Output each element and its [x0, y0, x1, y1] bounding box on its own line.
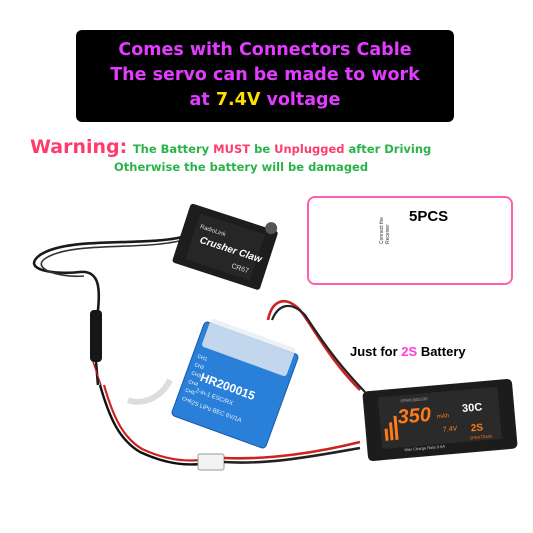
warning-part-2: MUST	[213, 142, 251, 156]
esc-channel-label: CH6	[181, 396, 193, 405]
battery-lead-black	[223, 446, 361, 464]
servo-wire-black	[32, 233, 191, 351]
esc-channel-label: CH1	[196, 354, 208, 363]
battery-bars-icon	[384, 415, 399, 441]
esc-channel-label: CH5	[184, 387, 196, 396]
quantity-label: 5PCS	[409, 208, 449, 225]
battery-note-highlight: 2S	[401, 344, 418, 359]
esc-motor-lead-black	[270, 304, 366, 393]
battery-code-text: SPMX3502S30	[400, 396, 428, 403]
battery-capacity-text: 350	[397, 404, 432, 429]
battery-note-prefix: Just for	[350, 344, 402, 359]
servo-tag-label: Connect the SERVO	[462, 252, 489, 264]
voltage-highlight: 7.4V	[215, 90, 261, 110]
esc-lead-red	[102, 384, 201, 462]
battery-voltage-text: 7.4V	[443, 426, 458, 434]
warning-part-4: Unplugged	[274, 142, 345, 156]
warning-part-5: after Driving	[344, 142, 432, 156]
banner-line-1: Comes with Connectors Cable	[118, 40, 412, 60]
battery-brand-text: SPEKTRUM	[469, 434, 492, 441]
banner-line-2: The servo can be made to work	[110, 65, 420, 85]
battery-rating-text: 30C	[462, 401, 483, 415]
esc-channel-label: CH2	[193, 362, 205, 371]
esc-channel-label: CH3	[190, 371, 202, 380]
warning-part-3: be	[250, 142, 275, 156]
servo-cable-sleeve	[90, 310, 102, 362]
servo: RadioLink Crusher Claw CR67	[172, 203, 278, 290]
receiver-tag-label: Connect the Receiver	[379, 217, 391, 244]
servo-spline	[265, 222, 278, 235]
esc-white-lead	[126, 378, 173, 405]
esc-clear-cover	[202, 318, 296, 377]
banner-line-3: at 7.4V voltage	[76, 88, 454, 113]
battery-cells-text: 2S	[470, 422, 483, 434]
battery-connector-white	[197, 453, 225, 471]
battery-pack: 350 mAh 30C 7.4V 2S SPEKTRUM Max Charge …	[362, 379, 518, 461]
warning-part-1: The Battery	[132, 142, 214, 156]
warning-line-2: Otherwise the battery will be damaged	[114, 160, 369, 174]
esc-channel-label: CH4	[187, 379, 199, 388]
battery-compat-note: Just for 2S Battery	[350, 344, 466, 359]
battery-charge-text: Max Charge Rate 0.5A	[404, 444, 445, 453]
accessory-inset: 5PCS Connect the Receiver Connect the SE…	[307, 196, 513, 285]
battery-lead-red	[223, 440, 361, 460]
warning-line-1: The Battery MUST be Unplugged after Driv…	[133, 142, 431, 156]
esc-receiver: HR200015 2-in-1 ESC/RX 2S LiPo BEC 6V/1A…	[171, 318, 299, 449]
warning-notice: Warning: The Battery MUST be Unplugged a…	[30, 136, 510, 174]
battery-unit-text: mAh	[436, 413, 449, 420]
warning-label: Warning:	[30, 136, 128, 158]
servo-wire-grey	[40, 237, 191, 278]
battery-note-suffix: Battery	[417, 344, 466, 359]
banner-line-3-prefix: at	[189, 90, 216, 110]
title-banner: Comes with Connectors Cable The servo ca…	[76, 30, 454, 122]
esc-lead-black	[98, 384, 201, 466]
banner-line-3-suffix: voltage	[260, 90, 341, 110]
